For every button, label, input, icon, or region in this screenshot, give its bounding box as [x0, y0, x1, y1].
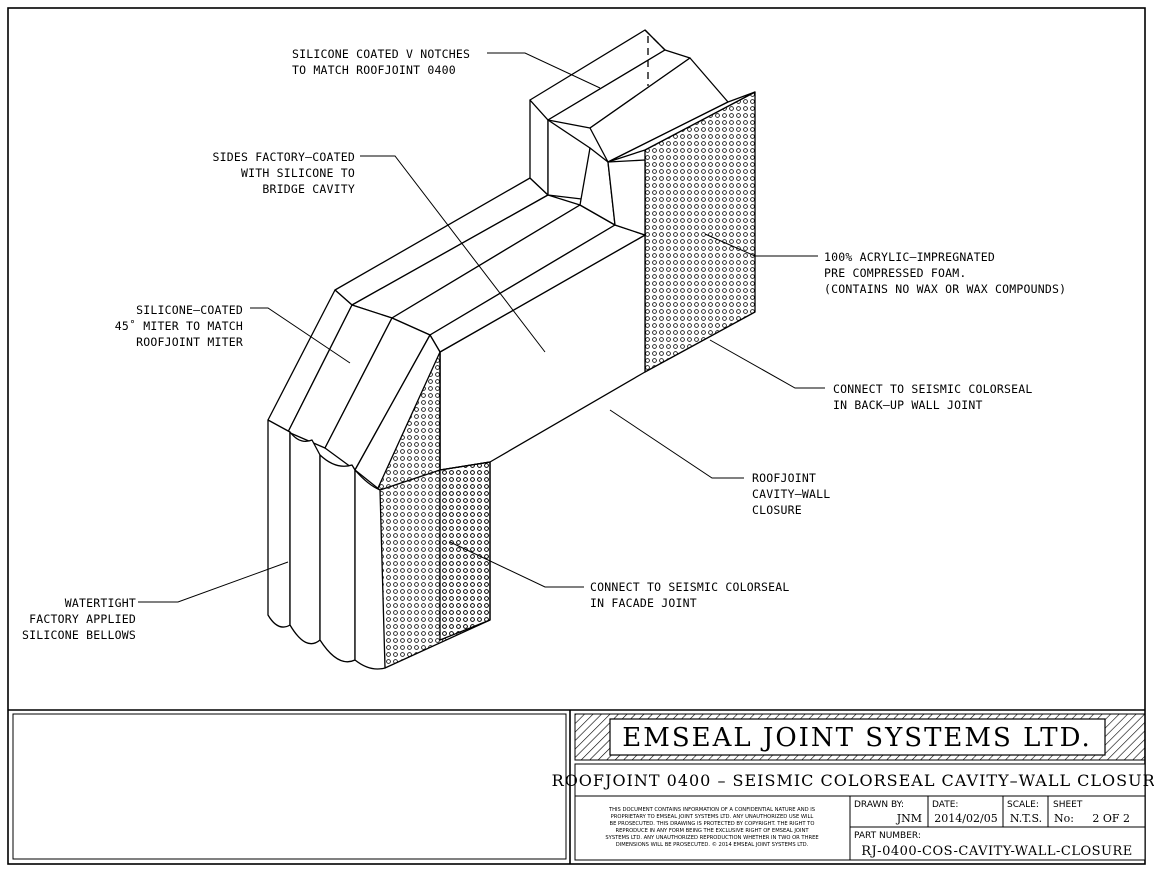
callouts: SILICONE COATED V NOTCHES TO MATCH ROOFJ…: [22, 47, 1066, 642]
notice-line-1: THIS DOCUMENT CONTAINS INFORMATION OF A …: [608, 807, 815, 813]
notice-line-6: DIMENSIONS WILL BE PROSECUTED. © 2014 EM…: [616, 841, 809, 848]
callout-backup-2: IN BACK–UP WALL JOINT: [833, 398, 983, 412]
date-value: 2014/02/05: [934, 812, 997, 825]
title-block: EMSEAL JOINT SYSTEMS LTD. ROOFJOINT 0400…: [552, 713, 1154, 861]
scale-label: SCALE:: [1007, 800, 1039, 810]
callout-sides-2: WITH SILICONE TO: [241, 166, 355, 180]
notice-line-4: REPRODUCE IN ANY FORM BEING THE EXCLUSIV…: [615, 828, 809, 834]
callout-miter-2: 45˚ MITER TO MATCH: [115, 318, 243, 333]
callout-miter-1: SILICONE–COATED: [136, 303, 243, 317]
callout-closure-3: CLOSURE: [752, 503, 802, 517]
bellow-1: [267, 419, 291, 628]
leader-backup: [709, 339, 825, 389]
callout-bellows-3: SILICONE BELLOWS: [22, 628, 136, 642]
drawn-by-value: JNM: [896, 812, 922, 825]
notice-line-5: SYSTEMS LTD. ANY UNAUTHORIZED REPRODUCTI…: [605, 835, 818, 841]
callout-miter-3: ROOFJOINT MITER: [136, 335, 243, 349]
v-notch-back: [607, 91, 756, 163]
bellow-3: [319, 454, 356, 663]
callout-facade-2: IN FACADE JOINT: [590, 596, 697, 610]
sheet-value: 2 OF 2: [1092, 812, 1130, 825]
company-box: [609, 718, 1106, 756]
notes-box: [12, 713, 567, 860]
part-number-label: PART NUMBER:: [854, 831, 921, 841]
callout-backup-1: CONNECT TO SEISMIC COLORSEAL: [833, 382, 1032, 396]
sheet-no-label: No:: [1054, 812, 1074, 825]
closure-illustration: [267, 29, 756, 670]
sheet-label: SHEET: [1053, 800, 1083, 810]
front-foam-panel-side: [439, 461, 491, 641]
callout-closure-1: ROOFJOINT: [752, 471, 816, 485]
callout-v-notches-2: TO MATCH ROOFJOINT 0400: [292, 63, 456, 77]
callout-foam-1: 100% ACRYLIC–IMPREGNATED: [824, 250, 995, 264]
callout-foam-2: PRE COMPRESSED FOAM.: [824, 266, 966, 280]
leader-closure: [609, 409, 744, 479]
callout-bellows-1: WATERTIGHT: [65, 596, 136, 610]
bellow-4: [354, 469, 386, 670]
leader-foam: [704, 233, 818, 257]
leader-v-notches: [487, 52, 601, 89]
part-number-value: RJ-0400-COS-CAVITY-WALL-CLOSURE: [861, 844, 1133, 859]
callout-closure-2: CAVITY–WALL: [752, 487, 830, 501]
leader-sides: [360, 155, 546, 353]
drawn-by-label: DRAWN BY:: [854, 800, 904, 810]
notice-line-2: PROPRIETARY TO EMSEAL JOINT SYSTEMS LTD.…: [611, 814, 814, 820]
callout-sides-1: SIDES FACTORY–COATED: [213, 150, 355, 164]
callout-bellows-2: FACTORY APPLIED: [29, 612, 136, 626]
callout-sides-3: BRIDGE CAVITY: [262, 182, 355, 196]
leader-miter: [250, 307, 351, 364]
scale-value: N.T.S.: [1010, 812, 1042, 825]
callout-facade-1: CONNECT TO SEISMIC COLORSEAL: [590, 580, 789, 594]
date-label: DATE:: [932, 800, 958, 810]
callout-foam-3: (CONTAINS NO WAX OR WAX COMPOUNDS): [824, 282, 1066, 296]
company-name: EMSEAL JOINT SYSTEMS LTD.: [622, 723, 1092, 753]
leader-facade: [449, 541, 584, 588]
notice-line-3: BE PROSECUTED. THIS DRAWING IS PROTECTED…: [610, 821, 815, 827]
drawing-title: ROOFJOINT 0400 – SEISMIC COLORSEAL CAVIT…: [552, 771, 1154, 790]
callout-v-notches-1: SILICONE COATED V NOTCHES: [292, 47, 470, 61]
leader-bellows: [138, 561, 289, 603]
sheet-border: [7, 7, 1146, 865]
bellow-2: [289, 431, 321, 645]
leader-lines: [138, 52, 825, 603]
riser-inner: [607, 159, 646, 236]
